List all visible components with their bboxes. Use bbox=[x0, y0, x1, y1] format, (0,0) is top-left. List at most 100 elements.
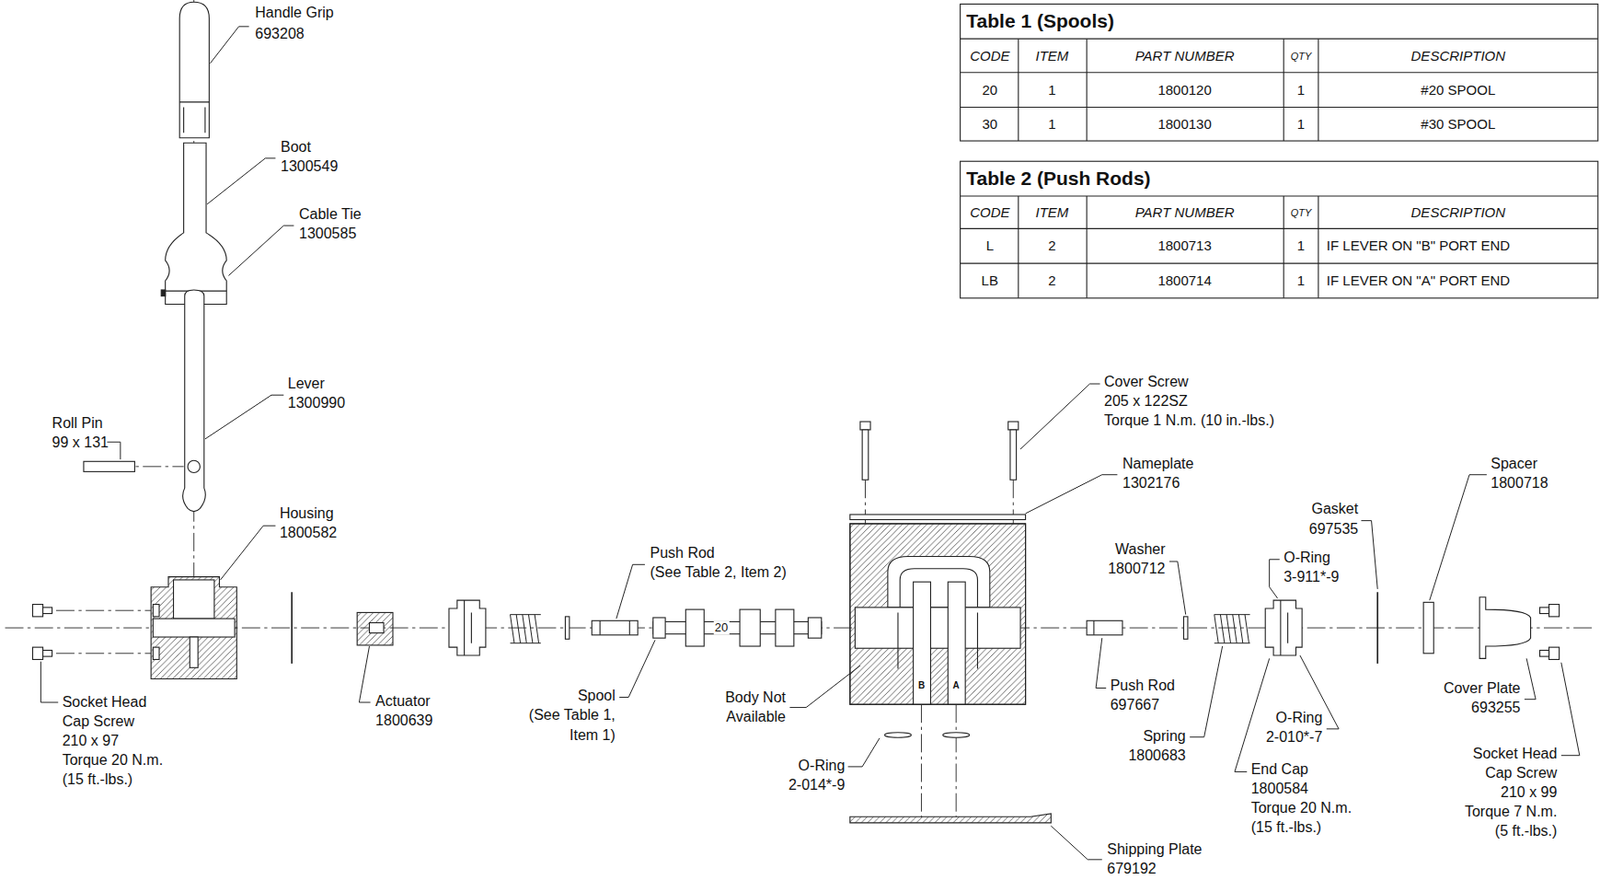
leader-line bbox=[1050, 825, 1102, 860]
table-grid bbox=[960, 161, 1599, 299]
end-cap bbox=[1265, 599, 1302, 656]
part-number: 693208 bbox=[254, 24, 304, 42]
socket-head-cap-screw bbox=[1540, 607, 1550, 614]
socket-head-cap-screw bbox=[32, 604, 52, 660]
part-name: Socket Head bbox=[1473, 744, 1558, 761]
table-header: DESCRIPTION bbox=[1411, 47, 1507, 64]
part-number: 679192 bbox=[1106, 860, 1156, 877]
push-rod bbox=[1093, 620, 1094, 635]
housing bbox=[152, 646, 160, 659]
part-number: 693255 bbox=[1471, 698, 1520, 715]
spool bbox=[775, 609, 795, 646]
part-name: Body Not bbox=[725, 688, 786, 705]
part-number: 1800639 bbox=[375, 712, 433, 729]
leader-line bbox=[1234, 657, 1270, 772]
part-number: 2-010*-7 bbox=[1266, 727, 1323, 745]
table-cell: IF LEVER ON "B" PORT END bbox=[1326, 238, 1510, 254]
cover-screw bbox=[860, 421, 1019, 480]
torque-spec: Torque 7 N.m. bbox=[1464, 802, 1557, 819]
table-grid bbox=[960, 228, 1599, 230]
part-number: 697535 bbox=[1309, 519, 1359, 537]
table-header: QTY bbox=[1290, 50, 1313, 63]
table-cell: 1800714 bbox=[1157, 272, 1211, 288]
part-name: Gasket bbox=[1312, 500, 1359, 518]
leader-line bbox=[1269, 559, 1280, 599]
lever bbox=[187, 460, 200, 472]
nameplate bbox=[850, 514, 1026, 520]
end-cap bbox=[448, 599, 486, 656]
part-number: 1302176 bbox=[1122, 473, 1180, 491]
table-cell: 1 bbox=[1297, 81, 1305, 98]
leader-line bbox=[207, 158, 276, 205]
spool bbox=[807, 617, 821, 638]
boot bbox=[165, 142, 228, 304]
table-header: ITEM bbox=[1035, 204, 1069, 220]
table-header: ITEM bbox=[1035, 47, 1069, 64]
leader-line bbox=[1524, 657, 1536, 699]
cover-plate bbox=[1479, 597, 1531, 659]
part-number: 2-014*-9 bbox=[788, 776, 845, 794]
part-name: Cover Screw bbox=[1104, 373, 1189, 391]
leader-line bbox=[789, 665, 861, 707]
leader-line bbox=[1020, 383, 1101, 449]
part-number: 697667 bbox=[1110, 696, 1160, 714]
cover-screw bbox=[1010, 429, 1017, 480]
actuator bbox=[356, 611, 393, 645]
part-name: End Cap bbox=[1251, 760, 1309, 778]
valve-body bbox=[850, 523, 1026, 704]
part-name: Cable Tie bbox=[299, 206, 362, 223]
cover-screw bbox=[860, 421, 871, 430]
leader-line bbox=[1169, 561, 1186, 615]
part-number: 1800582 bbox=[279, 524, 337, 542]
end-cap bbox=[1265, 599, 1302, 656]
valve-body bbox=[947, 581, 966, 704]
part-name: Cap Screw bbox=[1484, 763, 1557, 781]
housing bbox=[150, 576, 237, 680]
actuator bbox=[356, 611, 393, 645]
valve-body bbox=[854, 607, 1021, 648]
leader-line bbox=[1561, 662, 1580, 756]
socket-head-cap-screw bbox=[43, 649, 53, 657]
part-name: Cover Plate bbox=[1443, 679, 1521, 696]
table-cell: 1800130 bbox=[1157, 116, 1211, 133]
washer bbox=[564, 616, 569, 639]
part-name: O-Ring bbox=[1283, 548, 1331, 565]
table-title: Table 2 (Push Rods) bbox=[966, 167, 1151, 190]
valve-body bbox=[887, 555, 990, 607]
center-line bbox=[5, 0, 1596, 817]
actuator bbox=[368, 622, 384, 634]
spool bbox=[653, 609, 822, 646]
handle-grip bbox=[179, 1, 209, 139]
part-number: 1300549 bbox=[280, 158, 338, 175]
table-grid bbox=[960, 3, 1599, 298]
part-number: 99 x 131 bbox=[52, 434, 109, 451]
lever bbox=[183, 289, 207, 512]
table-cell: 30 bbox=[981, 116, 998, 133]
cover-plate bbox=[1479, 597, 1531, 659]
table-grid bbox=[1018, 195, 1319, 299]
spring bbox=[1214, 614, 1251, 644]
part-name: Boot bbox=[280, 138, 311, 155]
torque-spec: Torque 20 N.m. bbox=[62, 751, 163, 769]
leader-line bbox=[616, 564, 645, 619]
table-title: Table 1 (Spools) bbox=[966, 10, 1115, 33]
o-ring bbox=[885, 732, 970, 738]
part-number: 210 x 99 bbox=[1500, 782, 1557, 800]
end-cap bbox=[448, 599, 486, 656]
cover-screw bbox=[1008, 421, 1019, 430]
leader-line bbox=[209, 26, 249, 64]
handle-grip bbox=[179, 1, 209, 139]
shipping-plate bbox=[850, 813, 1051, 823]
leader-line bbox=[220, 525, 277, 580]
port-letter: B bbox=[918, 680, 925, 692]
table-grid bbox=[960, 195, 1599, 196]
spool bbox=[653, 621, 822, 634]
part-number: 1300990 bbox=[287, 394, 346, 412]
part-note: Available bbox=[725, 707, 786, 725]
exploded-view bbox=[5, 0, 1599, 860]
leader-line bbox=[1360, 520, 1378, 589]
socket-head-cap-screw bbox=[1549, 604, 1560, 617]
push-rod bbox=[599, 620, 630, 635]
valve-body bbox=[897, 611, 979, 668]
